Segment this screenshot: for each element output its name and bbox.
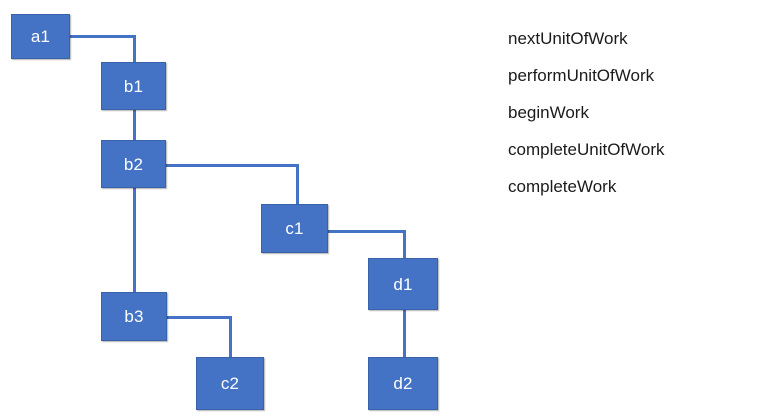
node-d1[interactable]: d1 xyxy=(368,258,438,310)
node-label-c2: c2 xyxy=(220,374,240,393)
node-label-b1: b1 xyxy=(123,76,144,96)
node-b1[interactable]: b1 xyxy=(101,62,166,110)
connector-b1-b2-v xyxy=(133,110,136,141)
node-c1[interactable]: c1 xyxy=(261,204,328,253)
connector-b2-c1-h xyxy=(166,164,299,167)
node-label-d2: d2 xyxy=(393,374,413,393)
method-list-item: completeWork xyxy=(508,177,617,196)
node-b2[interactable]: b2 xyxy=(101,140,166,188)
node-a1[interactable]: a1 xyxy=(11,14,70,59)
method-list-item: completeUnitOfWork xyxy=(508,140,665,159)
connector-b2-b3-v xyxy=(133,188,136,293)
method-list-item: beginWork xyxy=(508,103,589,122)
node-label-b3: b3 xyxy=(124,307,144,326)
node-label-a1: a1 xyxy=(30,27,51,46)
connector-a1-b1-h xyxy=(70,35,136,38)
node-label-b2: b2 xyxy=(123,154,144,174)
method-list-item: nextUnitOfWork xyxy=(508,29,628,48)
connector-b3-c2-v xyxy=(229,316,232,358)
node-label-c1: c1 xyxy=(285,219,304,238)
connector-b2-c1-v xyxy=(296,164,299,205)
connector-a1-b1-v xyxy=(133,35,136,63)
connector-d1-d2-v xyxy=(403,310,406,358)
connector-b3-c2-h xyxy=(167,316,232,319)
node-d2[interactable]: d2 xyxy=(368,357,438,410)
connector-c1-d1-h xyxy=(328,230,406,233)
method-list-item: performUnitOfWork xyxy=(508,66,655,85)
node-label-d1: d1 xyxy=(393,274,413,294)
node-c2[interactable]: c2 xyxy=(196,357,264,410)
node-b3[interactable]: b3 xyxy=(101,292,167,341)
connector-c1-d1-v xyxy=(403,230,406,259)
method-list: nextUnitOfWork performUnitOfWork beginWork… xyxy=(508,26,770,211)
